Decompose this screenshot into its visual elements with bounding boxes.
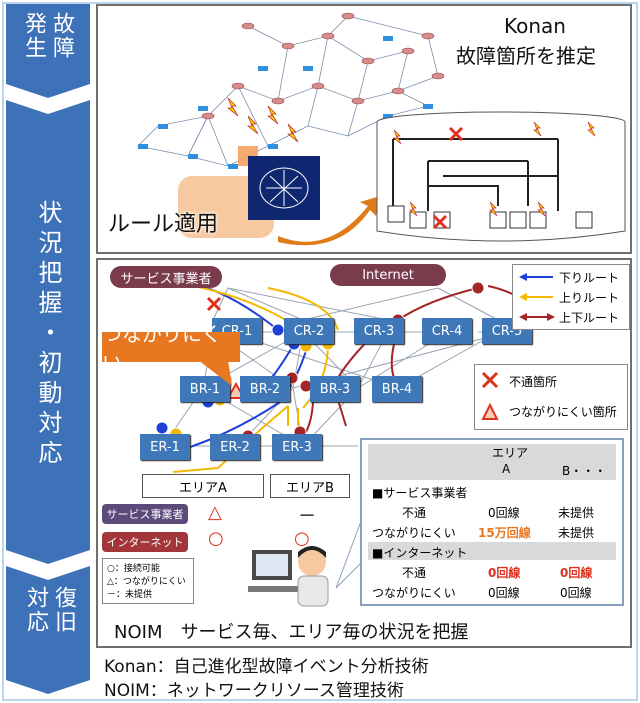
status-service-degraded-label: つながりにくい — [372, 526, 456, 540]
node-br-2: BR-2 — [240, 376, 290, 402]
area-a-service-status: △ — [208, 502, 222, 523]
node-er-1: ER-1 — [140, 434, 190, 460]
key-line-3: －：未提供 — [107, 590, 153, 600]
node-er-3: ER-3 — [272, 434, 322, 460]
konan-subtitle: 故障箇所を推定 — [456, 44, 596, 68]
status-header-area: エリア — [492, 446, 529, 460]
stage-situation-chevron — [6, 100, 90, 564]
situation-panel: サービス事業者 Internet CR-1 CR-2 CR-3 CR-4 CR-… — [96, 258, 632, 648]
stage-failure-chevron — [6, 4, 90, 98]
legend-updown: 上下ルート — [559, 311, 620, 325]
footer-konan: Konan：自己進化型故障イベント分析技術 — [104, 657, 429, 677]
node-cr-4: CR-4 — [422, 318, 472, 344]
status-panel-pointer — [336, 507, 366, 589]
network-mesh-illustration — [137, 12, 626, 246]
konan-panel: Konan 故障箇所を推定 ルール適用 — [96, 4, 632, 254]
key-line-1: ○：接続可能 — [107, 564, 160, 574]
legend-fail: 不通箇所 — [509, 375, 558, 389]
status-service-fail-label: 不通 — [402, 506, 427, 520]
status-internet-degraded-b: 0回線 — [560, 586, 592, 600]
fail-mark-cr-left — [206, 296, 222, 312]
status-service-fail-a: 0回線 — [488, 506, 520, 520]
status-col-b: B・・・ — [562, 464, 607, 478]
status-internet-fail-a: 0回線 — [488, 566, 521, 580]
status-internet-degraded-label: つながりにくい — [372, 586, 456, 600]
node-br-3: BR-3 — [310, 376, 360, 402]
status-section-service: ■サービス事業者 — [372, 486, 468, 500]
status-internet-fail-b: 0回線 — [560, 566, 593, 580]
stage-recovery-col2: 対応 — [23, 586, 48, 634]
node-er-2: ER-2 — [210, 434, 260, 460]
status-header-bg — [368, 444, 616, 480]
area-b-service-status: － — [298, 506, 316, 527]
stage-failure-col2: 発生 — [21, 12, 46, 60]
status-section-internet-bg — [368, 542, 616, 560]
area-b-header: エリアB — [270, 474, 350, 498]
node-cr-3: CR-3 — [354, 318, 404, 344]
stage-recovery-col1: 復旧 — [51, 586, 76, 634]
area-a-internet-status: ○ — [208, 528, 224, 549]
legend-degraded: つながりにくい箇所 — [509, 405, 617, 419]
status-key: ○：接続可能 △：つながりにくい －：未提供 — [102, 558, 194, 604]
area-a-header: エリアA — [142, 474, 264, 498]
konan-title: Konan — [504, 14, 566, 38]
mark-legend: 不通箇所 つながりにくい箇所 — [474, 364, 628, 430]
row-internet-label: インターネット — [102, 532, 188, 552]
legend-down: 下りルート — [559, 271, 620, 285]
status-service-fail-b: 未提供 — [558, 506, 595, 520]
operator-illustration — [248, 546, 329, 607]
key-line-2: △：つながりにくい — [107, 577, 186, 587]
status-col-a: A — [502, 462, 511, 476]
status-section-internet: ■インターネット — [372, 546, 468, 560]
noim-caption: NOIM サービス毎、エリア毎の状況を把握 — [114, 622, 469, 643]
cloud-internet: Internet — [330, 264, 446, 286]
stage-failure-col1: 故障 — [49, 12, 74, 60]
status-service-degraded-b: 未提供 — [558, 526, 595, 540]
route-legend: 下りルート 上りルート 上下ルート — [512, 264, 630, 330]
node-cr-2: CR-2 — [284, 318, 334, 344]
status-panel: エリア A B・・・ ■サービス事業者 不通 0回線 未提供 つながりにくい 1… — [360, 438, 624, 606]
status-internet-fail-label: 不通 — [402, 566, 427, 580]
rule-apply-label: ルール適用 — [108, 212, 219, 237]
stage-recovery-chevron — [6, 566, 90, 694]
node-br-1: BR-1 — [180, 376, 230, 402]
footer-noim: NOIM：ネットワークリソース管理技術 — [104, 681, 404, 701]
area-b-internet-status: ○ — [294, 528, 310, 549]
legend-up: 上りルート — [559, 291, 620, 305]
node-br-4: BR-4 — [372, 376, 422, 402]
status-service-degraded-a: 15万回線 — [478, 526, 531, 540]
callout-pointer — [198, 360, 232, 386]
row-service-label: サービス事業者 — [102, 504, 188, 524]
status-internet-degraded-a: 0回線 — [488, 586, 520, 600]
callout-degraded: つながりにくい — [102, 322, 240, 375]
cloud-service-provider: サービス事業者 — [110, 266, 222, 288]
stage-situation-label: 状況把握・初動対応 — [34, 200, 62, 470]
